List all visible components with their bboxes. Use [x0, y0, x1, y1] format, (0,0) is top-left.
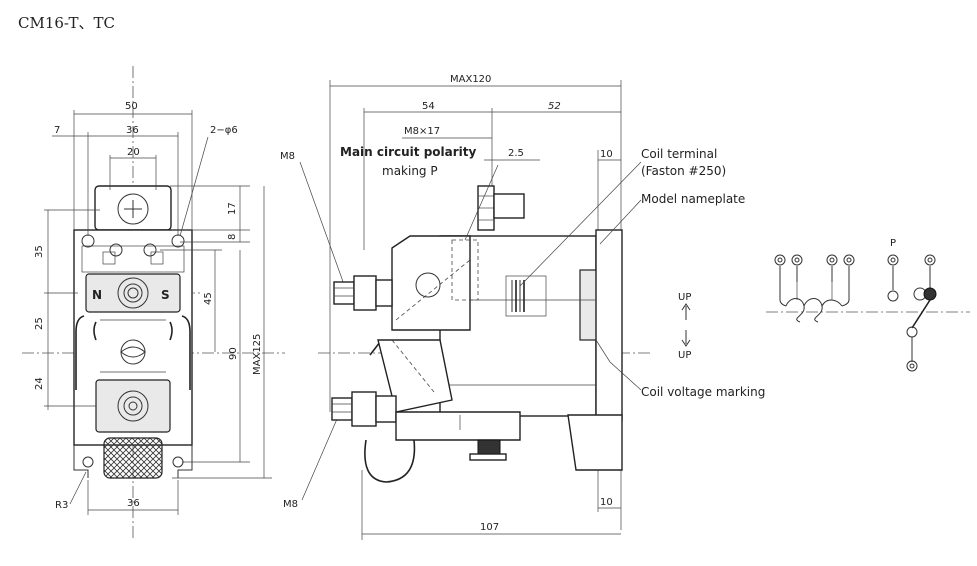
- insulator-pad: [103, 437, 163, 479]
- dim-h35: 35: [34, 245, 45, 258]
- dim-w7: 7: [54, 125, 60, 136]
- polarity-s-label: S: [161, 288, 170, 302]
- label-coil-voltage: Coil voltage marking: [641, 385, 765, 399]
- dim-d25: 2.5: [508, 148, 524, 159]
- label-faston: (Faston #250): [641, 164, 726, 178]
- dim-r3: R3: [55, 500, 68, 511]
- side-view: MAX120 54 52 M8×17 2.5 10 10 107 M8 M8: [280, 74, 765, 540]
- label-model-nameplate: Model nameplate: [641, 192, 745, 206]
- polarity-n-label: N: [92, 288, 102, 302]
- dim-h24: 24: [34, 377, 45, 390]
- dim-v90: 90: [228, 347, 239, 360]
- circuit-schematic: P: [766, 238, 970, 372]
- up-label-bottom: UP: [678, 350, 691, 361]
- schematic-p-label: P: [890, 238, 896, 249]
- dim-w50: 50: [125, 101, 138, 112]
- up-label-top: UP: [678, 292, 691, 303]
- dim-v45: 45: [203, 292, 214, 305]
- dim-w36-top: 36: [126, 125, 139, 136]
- dim-vmax125: MAX125: [252, 334, 263, 375]
- dim-holes: 2−φ6: [210, 125, 238, 136]
- dim-w20: 20: [127, 147, 140, 158]
- dim-m8-top: M8: [280, 151, 295, 162]
- dim-h25: 25: [34, 317, 45, 330]
- dim-d52: 52: [548, 101, 561, 112]
- front-dims: 50 36 20 7 2−φ6 35 25 24: [34, 101, 272, 515]
- dim-v8: 8: [227, 234, 238, 240]
- front-view: N S 50 36: [22, 66, 285, 540]
- label-making-p: making P: [382, 164, 438, 178]
- label-main-circuit-polarity: Main circuit polarity: [340, 145, 477, 159]
- dim-m8x17: M8×17: [404, 126, 440, 137]
- label-coil-terminal: Coil terminal: [641, 147, 717, 161]
- dim-d10-bot: 10: [600, 497, 613, 508]
- dim-max120: MAX120: [450, 74, 491, 85]
- dim-v17: 17: [227, 202, 238, 215]
- dim-d54: 54: [422, 101, 435, 112]
- dim-d10-top: 10: [600, 149, 613, 160]
- dim-w36-bot: 36: [127, 498, 140, 509]
- page-title: CM16-T、TC: [18, 14, 115, 32]
- dim-d107: 107: [480, 522, 499, 533]
- dim-m8-bot: M8: [283, 499, 298, 510]
